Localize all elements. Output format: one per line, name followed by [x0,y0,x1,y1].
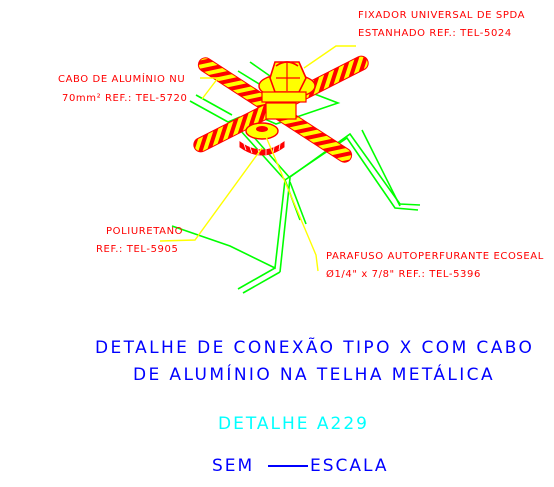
scale-dash [268,465,308,467]
scale-right: ESCALA [310,456,389,476]
leader-parafuso [263,131,319,272]
self-drilling-screw [245,122,279,140]
label-poliuretano-line2: REF.: TEL-5905 [96,244,179,255]
scale-left: SEM [212,456,255,476]
drawing-title-line2: DE ALUMÍNIO NA TELHA METÁLICA [133,365,495,385]
drawing-title-line1: DETALHE DE CONEXÃO TIPO X COM CABO [95,338,535,358]
hex-fixture-icon [258,61,316,120]
leader-fixador [303,45,356,69]
leader-cabo [200,77,220,100]
metal-roof-tile [171,61,421,294]
label-parafuso-line1: PARAFUSO AUTOPERFURANTE ECOSEAL [326,251,544,262]
leader-poliuretano [159,147,263,242]
label-parafuso-line2: Ø1/4" x 7/8" REF.: TEL-5396 [326,269,481,280]
label-cabo-line1: CABO DE ALUMÍNIO NU [58,74,186,85]
label-cabo-line2: 70mm² REF.: TEL-5720 [62,93,188,104]
leader-lines [159,45,356,272]
detail-id: DETALHE A229 [218,414,370,434]
label-fixador-line2: ESTANHADO REF.: TEL-5024 [358,28,512,39]
label-poliuretano-line1: POLIURETANO [106,226,184,237]
label-fixador-line1: FIXADOR UNIVERSAL DE SPDA [358,10,526,21]
